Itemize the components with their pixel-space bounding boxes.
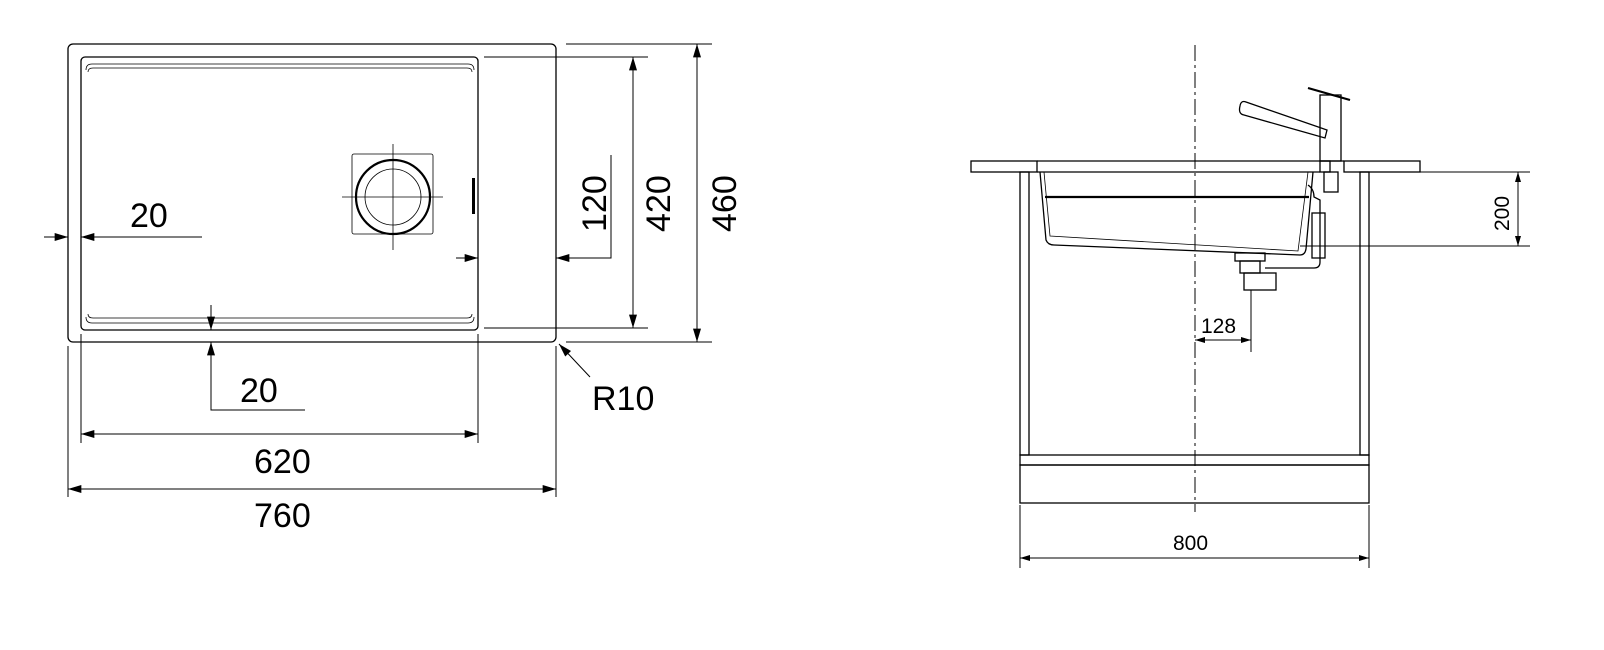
- cabinet-plinth: [1019, 464, 1370, 504]
- dim-overall-width-label: 760: [254, 497, 311, 535]
- drain: [342, 144, 443, 250]
- top-view: 20 20 120 420 460 R10 620 760: [44, 43, 744, 535]
- dim-bowl-depth-label: 420: [640, 175, 678, 232]
- faucet: [1238, 86, 1351, 193]
- dim-overall-depth-label: 460: [706, 175, 744, 232]
- dim-rim-bottom-label: 20: [240, 372, 278, 410]
- bowl-bottom-edge: [85, 313, 475, 324]
- dim-rim-left-label: 20: [130, 197, 168, 235]
- overflow-slot: [472, 178, 475, 214]
- dim-installed-depth-label: 200: [1491, 196, 1514, 231]
- dim-cabinet-width-label: 800: [1173, 532, 1208, 555]
- dim-bowl-width-label: 620: [254, 443, 311, 481]
- dim-rim-bottom-line: [207, 342, 305, 411]
- countertop-right: [1343, 160, 1421, 173]
- cabinet-wall-left: [1019, 171, 1030, 456]
- sink-bowl-section: [1039, 171, 1314, 256]
- dim-drain-offset-label: 120: [576, 175, 614, 232]
- dim-radius-leader: [558, 343, 591, 378]
- sink-bowl-inner: [1043, 171, 1309, 252]
- cabinet-wall-right: [1359, 171, 1370, 456]
- side-view: 200 128 800: [970, 45, 1530, 568]
- bowl-top-edge: [85, 63, 475, 73]
- dim-corner-radius-label: R10: [592, 380, 654, 418]
- sink-outer-outline: [67, 43, 557, 343]
- bowl-outline: [80, 56, 479, 331]
- dim-drain-offset-side-label: 128: [1201, 315, 1236, 338]
- drain-trap: [1234, 184, 1326, 291]
- countertop-left: [970, 160, 1038, 173]
- dim-drain-line: [555, 155, 612, 262]
